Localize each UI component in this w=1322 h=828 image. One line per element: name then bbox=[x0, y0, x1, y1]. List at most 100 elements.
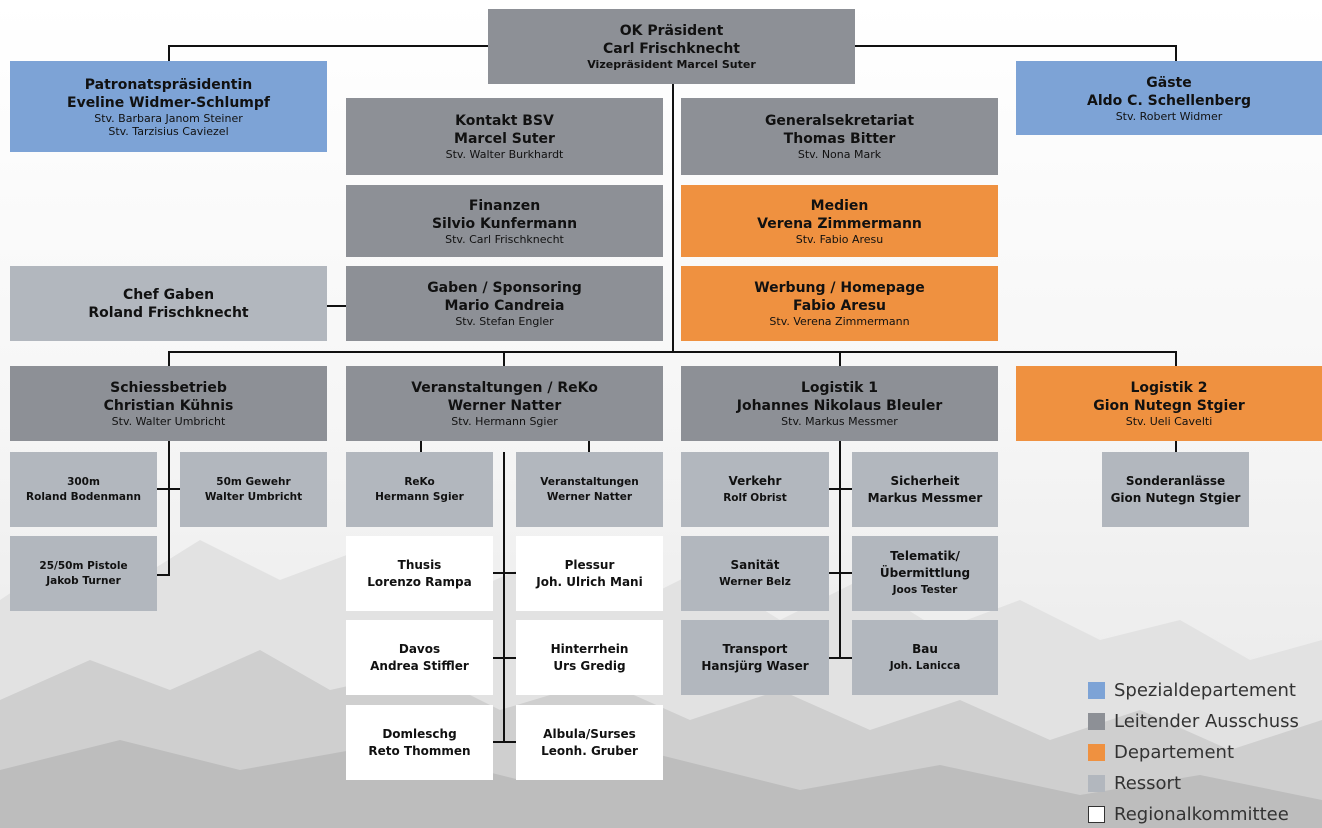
connector-line bbox=[839, 351, 841, 366]
box-title: Chef Gaben bbox=[122, 286, 215, 303]
box-title: Hinterrhein bbox=[550, 641, 629, 656]
region-thusis-box: Thusis Lorenzo Rampa bbox=[346, 536, 493, 611]
legend-item: Leitender Ausschuss bbox=[1088, 711, 1299, 732]
box-title: Gäste bbox=[1146, 74, 1192, 91]
box-name: Hermann Sgier bbox=[375, 490, 464, 503]
legend-label: Regionalkommittee bbox=[1114, 804, 1289, 825]
connector-line bbox=[829, 572, 852, 574]
finanzen-box: Finanzen Silvio Kunfermann Stv. Carl Fri… bbox=[346, 185, 663, 257]
box-title: Plessur bbox=[564, 557, 615, 572]
box-name: Gion Nutegn Stgier bbox=[1110, 490, 1241, 505]
generalsekretariat-box: Generalsekretariat Thomas Bitter Stv. No… bbox=[681, 98, 998, 175]
connector-line bbox=[588, 441, 590, 452]
box-title: OK Präsident bbox=[619, 23, 724, 39]
box-title: Telematik/ bbox=[890, 549, 960, 563]
box-title: 50m Gewehr bbox=[216, 475, 291, 488]
box-title: Thusis bbox=[397, 557, 442, 572]
box-name: Werner Belz bbox=[719, 575, 791, 588]
box-name: Werner Natter bbox=[447, 398, 562, 414]
box-name: Reto Thommen bbox=[368, 743, 471, 758]
legend-swatch bbox=[1088, 806, 1105, 823]
legend-swatch bbox=[1088, 682, 1105, 699]
box-deputy: Stv. Hermann Sgier bbox=[451, 415, 558, 428]
ressort-300m-box: 300m Roland Bodenmann bbox=[10, 452, 157, 527]
patronat-box: Patronatspräsidentin Eveline Widmer-Schl… bbox=[10, 61, 327, 152]
connector-line bbox=[420, 441, 422, 452]
connector-line bbox=[839, 441, 841, 659]
box-name: Verena Zimmermann bbox=[757, 215, 922, 232]
box-name: Roland Bodenmann bbox=[26, 490, 141, 503]
gaeste-box: Gäste Aldo C. Schellenberg Stv. Robert W… bbox=[1016, 61, 1322, 135]
connector-line bbox=[493, 572, 517, 574]
connector-line bbox=[503, 351, 505, 366]
box-deputy: Stv. Carl Frischknecht bbox=[445, 232, 564, 246]
ressort-sonderanlaesse-box: Sonderanlässe Gion Nutegn Stgier bbox=[1102, 452, 1249, 527]
medien-box: Medien Verena Zimmermann Stv. Fabio Ares… bbox=[681, 185, 998, 257]
box-name: Silvio Kunfermann bbox=[431, 215, 578, 232]
ressort-reko-box: ReKo Hermann Sgier bbox=[346, 452, 493, 527]
connector-line bbox=[327, 305, 347, 307]
box-name: Mario Candreia bbox=[444, 298, 565, 314]
legend-label: Spezialdepartement bbox=[1114, 680, 1296, 701]
ressort-bau-box: Bau Joh. Lanicca bbox=[852, 620, 998, 695]
box-title: Transport bbox=[722, 641, 788, 656]
connector-line bbox=[168, 351, 170, 366]
box-title: Albula/Surses bbox=[543, 726, 636, 741]
connector-line bbox=[168, 441, 170, 575]
box-name: Markus Messmer bbox=[867, 490, 983, 505]
region-albula-box: Albula/Surses Leonh. Gruber bbox=[516, 705, 663, 780]
ressort-sicherheit-box: Sicherheit Markus Messmer bbox=[852, 452, 998, 527]
box-title: Logistik 1 bbox=[800, 380, 879, 396]
box-name: Joh. Lanicca bbox=[889, 659, 961, 672]
box-deputy: Vizepräsident Marcel Suter bbox=[587, 58, 756, 71]
box-deputy: Stv. Stefan Engler bbox=[455, 315, 554, 328]
legend-swatch bbox=[1088, 744, 1105, 761]
box-title: Werbung / Homepage bbox=[754, 280, 925, 296]
box-name: Aldo C. Schellenberg bbox=[1087, 92, 1251, 109]
box-deputy: Stv. Verena Zimmermann bbox=[769, 315, 910, 328]
chef-gaben-box: Chef Gaben Roland Frischknecht bbox=[10, 266, 327, 341]
box-deputy: Stv. Ueli Cavelti bbox=[1125, 415, 1213, 428]
connector-line bbox=[157, 488, 181, 490]
box-name: Hansjürg Waser bbox=[701, 658, 809, 673]
logistik1-box: Logistik 1 Johannes Nikolaus Bleuler Stv… bbox=[681, 366, 998, 441]
legend-item: Spezialdepartement bbox=[1088, 680, 1296, 701]
legend-item: Departement bbox=[1088, 742, 1234, 763]
ressort-50m-gewehr-box: 50m Gewehr Walter Umbricht bbox=[180, 452, 327, 527]
box-title: Verkehr bbox=[728, 473, 782, 488]
box-title: Patronatspräsidentin bbox=[84, 76, 253, 93]
connector-line bbox=[1175, 441, 1177, 452]
legend-label: Ressort bbox=[1114, 773, 1181, 794]
box-name: Joh. Ulrich Mani bbox=[536, 574, 643, 589]
connector-line bbox=[157, 574, 170, 576]
box-name: Johannes Nikolaus Bleuler bbox=[736, 398, 943, 414]
connector-line bbox=[1175, 45, 1177, 61]
box-title: Finanzen bbox=[468, 197, 541, 214]
box-name: Eveline Widmer-Schlumpf bbox=[67, 94, 270, 111]
logistik2-box: Logistik 2 Gion Nutegn Stgier Stv. Ueli … bbox=[1016, 366, 1322, 441]
box-title: Domleschg bbox=[382, 726, 457, 741]
legend-label: Leitender Ausschuss bbox=[1114, 711, 1299, 732]
box-title: Übermittlung bbox=[879, 566, 971, 580]
box-deputy: Stv. Fabio Aresu bbox=[795, 232, 884, 246]
connector-line bbox=[168, 351, 1176, 353]
box-title: Veranstaltungen / ReKo bbox=[411, 380, 598, 396]
box-name: Leonh. Gruber bbox=[541, 743, 638, 758]
connector-line bbox=[493, 741, 517, 743]
connector-line bbox=[829, 657, 852, 659]
box-title: 300m bbox=[67, 475, 100, 488]
box-title: Generalsekretariat bbox=[764, 113, 915, 129]
ressort-verkehr-box: Verkehr Rolf Obrist bbox=[681, 452, 829, 527]
box-deputy: Stv. Walter Burkhardt bbox=[445, 148, 564, 161]
region-domleschg-box: Domleschg Reto Thommen bbox=[346, 705, 493, 780]
box-name: Thomas Bitter bbox=[783, 131, 896, 147]
box-name: Lorenzo Rampa bbox=[367, 574, 472, 589]
box-name: Andrea Stiffler bbox=[370, 658, 469, 673]
legend-swatch bbox=[1088, 713, 1105, 730]
ok-president-box: OK Präsident Carl Frischknecht Vizepräsi… bbox=[488, 9, 855, 84]
ressort-sanitaet-box: Sanität Werner Belz bbox=[681, 536, 829, 611]
box-name: Joos Tester bbox=[892, 584, 958, 596]
box-title: Davos bbox=[398, 641, 441, 656]
box-name: Christian Kühnis bbox=[103, 398, 234, 414]
box-title: ReKo bbox=[404, 475, 435, 488]
